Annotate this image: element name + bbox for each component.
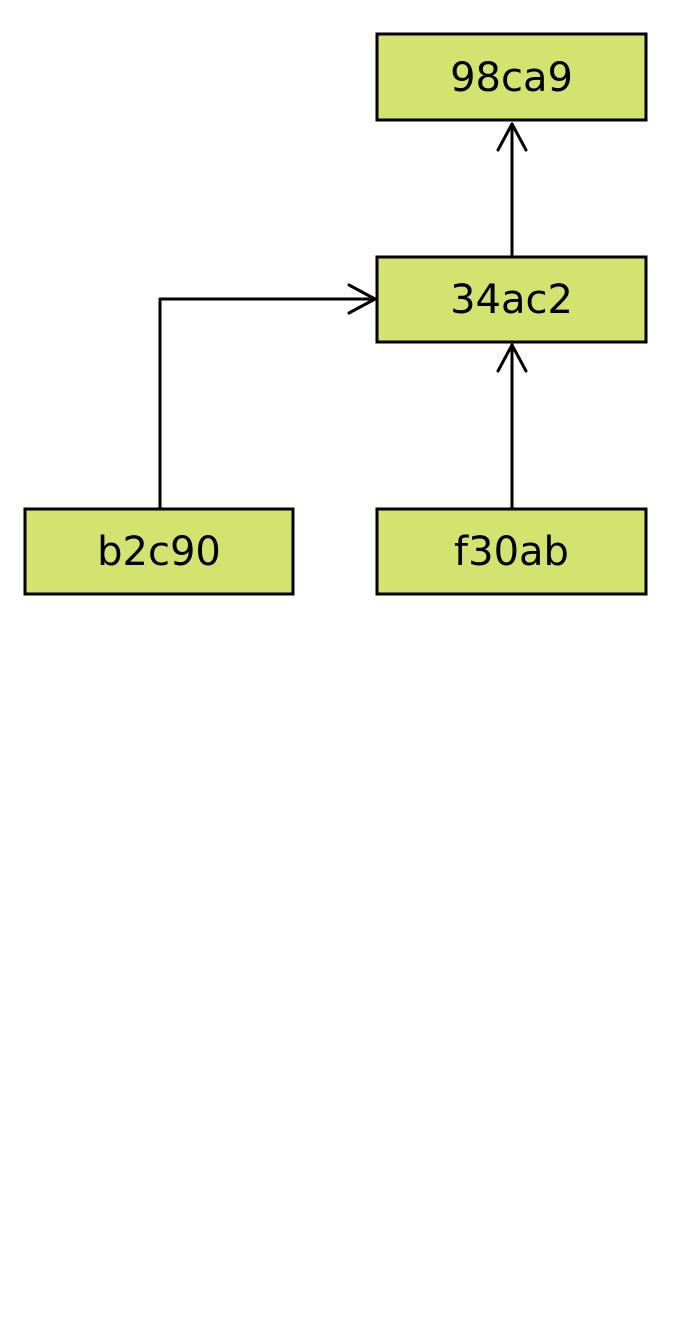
arrowhead-icon: [496, 343, 528, 373]
node-label: f30ab: [454, 529, 569, 575]
node-box: [375, 32, 648, 122]
node-label: 98ca9: [450, 55, 573, 101]
node-box: [375, 507, 648, 596]
edge-34ac2-to-98ca9: [496, 122, 528, 258]
node-b2c90: b2c90: [23, 507, 295, 596]
arrowhead-icon: [496, 122, 528, 152]
edge-line: [158, 297, 377, 510]
node-label: 34ac2: [450, 277, 573, 323]
arrowhead-icon: [347, 283, 377, 315]
node-label: b2c90: [97, 529, 221, 575]
edge-b2c90-to-34ac2: [158, 283, 377, 510]
node-98ca9: 98ca9: [375, 32, 648, 122]
node-f30ab: f30ab: [375, 507, 648, 596]
edge-f30ab-to-34ac2: [496, 343, 528, 510]
node-box: [23, 507, 295, 596]
node-34ac2: 34ac2: [375, 255, 648, 344]
node-box: [375, 255, 648, 344]
